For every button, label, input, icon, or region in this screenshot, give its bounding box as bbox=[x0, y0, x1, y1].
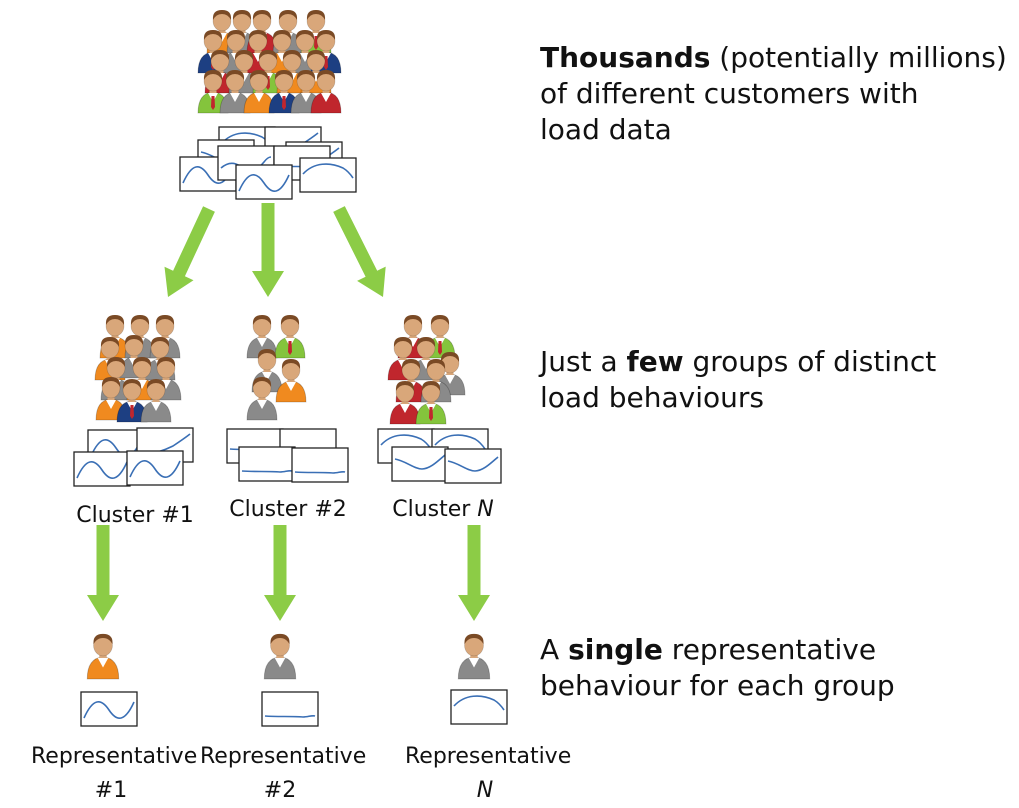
arrow-to-cluster-2 bbox=[252, 203, 284, 297]
description-single: A single representative behaviour for ea… bbox=[540, 632, 895, 704]
cluster2-person-icon bbox=[275, 359, 307, 403]
top-crowd-person-icon bbox=[219, 70, 251, 114]
clusterN-person-icon bbox=[415, 381, 447, 425]
few-rest: groups of distinct bbox=[683, 345, 937, 378]
description-thousands: Thousands (potentially millions) of diff… bbox=[540, 40, 1007, 148]
arrow-to-representative-2 bbox=[264, 525, 296, 621]
cluster1-load-chart-icon bbox=[73, 451, 131, 487]
thousands-line2: of different customers with bbox=[540, 77, 919, 110]
single-bold: single bbox=[568, 633, 663, 666]
few-pre: Just a bbox=[540, 345, 627, 378]
representative-2-person-icon bbox=[263, 633, 297, 680]
cluster2-person-icon bbox=[274, 315, 306, 359]
top-crowd-person-icon bbox=[310, 70, 342, 114]
representative-n-person-icon bbox=[457, 633, 491, 680]
representative-1-load-chart-icon bbox=[80, 691, 138, 727]
cluster2-person-icon bbox=[246, 315, 278, 359]
arrow-to-representative-n bbox=[458, 525, 490, 621]
cluster1-person-icon bbox=[95, 377, 127, 421]
cluster-label-2: Cluster #2 bbox=[229, 497, 347, 522]
thousands-line3: load data bbox=[540, 113, 672, 146]
single-pre: A bbox=[540, 633, 569, 666]
arrow-to-cluster-n bbox=[333, 206, 386, 297]
people-layer bbox=[86, 10, 491, 680]
representative-label-1: Representative#1 bbox=[31, 744, 198, 803]
cluster2-load-chart-icon bbox=[238, 446, 296, 482]
cluster2-load-chart-icon bbox=[291, 447, 349, 483]
single-line2: behaviour for each group bbox=[540, 669, 895, 702]
top-load-chart-icon bbox=[235, 164, 293, 200]
clusterN-load-chart-icon bbox=[391, 446, 449, 482]
cluster2-person-icon bbox=[246, 377, 278, 421]
representative-1-person-icon bbox=[86, 633, 120, 680]
arrow-to-cluster-1 bbox=[164, 206, 215, 297]
cluster1-person-icon bbox=[116, 379, 148, 423]
cluster1-load-chart-icon bbox=[126, 450, 184, 486]
representative-2-load-chart-icon bbox=[261, 691, 319, 727]
cluster-label-1: Cluster #1 bbox=[76, 503, 194, 528]
arrows-layer bbox=[87, 203, 490, 621]
top-crowd-person-icon bbox=[243, 70, 275, 114]
representative-label-2: Representative#2 bbox=[200, 744, 367, 803]
load-charts-layer bbox=[73, 126, 508, 727]
arrow-to-representative-1 bbox=[87, 525, 119, 621]
top-crowd-person-icon bbox=[268, 70, 300, 114]
clusterN-load-chart-icon bbox=[444, 448, 502, 484]
thousands-bold: Thousands bbox=[540, 41, 711, 74]
thousands-rest: (potentially millions) bbox=[710, 41, 1007, 74]
cluster1-person-icon bbox=[140, 379, 172, 423]
few-bold: few bbox=[626, 345, 684, 378]
single-rest: representative bbox=[662, 633, 877, 666]
representative-n-load-chart-icon bbox=[450, 689, 508, 725]
few-line2: load behaviours bbox=[540, 381, 764, 414]
cluster-label-n: Cluster N bbox=[392, 497, 494, 522]
description-few: Just a few groups of distinct load behav… bbox=[540, 344, 936, 416]
clusterN-person-icon bbox=[389, 381, 421, 425]
top-load-chart-icon bbox=[299, 157, 357, 193]
